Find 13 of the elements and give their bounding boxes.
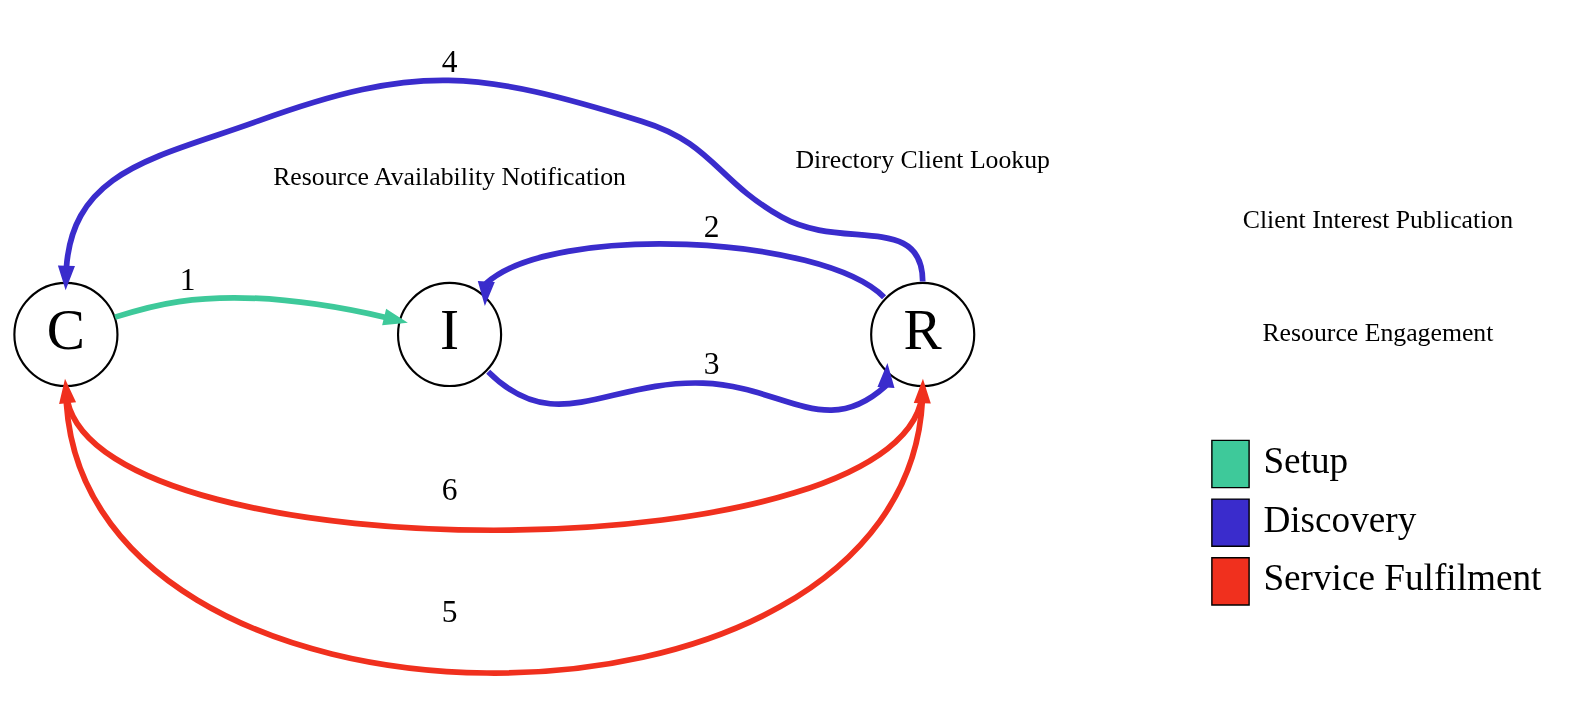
edge-label: 3: [703, 345, 720, 381]
edge-label: 2: [703, 208, 720, 244]
label: Resource Engagement: [1262, 317, 1494, 347]
legend-label: Setup: [1263, 439, 1349, 481]
edge-label: 1: [179, 261, 196, 297]
legend-label: Discovery: [1263, 498, 1417, 540]
edge-label: 4: [441, 43, 458, 79]
label: Resource Availability Notification: [273, 161, 626, 191]
label: Client Interest Publication: [1242, 204, 1514, 234]
label: Directory Client Lookup: [795, 144, 1050, 174]
edge-label: 5: [441, 593, 458, 629]
edge-label: 6: [441, 471, 458, 507]
legend-label: Service Fulfilment: [1263, 556, 1542, 598]
